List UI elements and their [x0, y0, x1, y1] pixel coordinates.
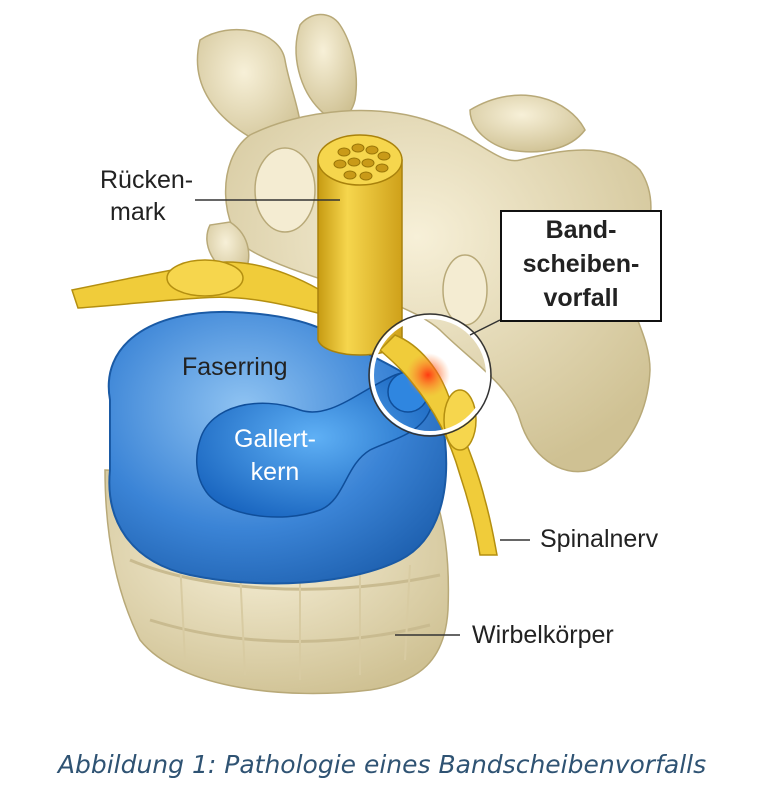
label-herniation-line2: scheiben-: [522, 250, 640, 278]
figure-caption: Abbildung 1: Pathologie eines Bandscheib…: [57, 750, 707, 779]
herniation-highlight-circle: [370, 315, 490, 435]
spinal-cord: [317, 134, 403, 356]
herniation-callout-box: [500, 210, 662, 322]
inflammation-spot: [406, 353, 450, 397]
leader-lines: [195, 199, 530, 636]
label-nucleus-line2: kern: [250, 458, 300, 486]
label-annulus: Faserring: [182, 353, 288, 381]
label-spinal-cord-line2: mark: [110, 198, 166, 226]
label-herniation-line1: Band-: [545, 216, 617, 244]
herniated-disc-illustration: [71, 13, 652, 695]
facet-joint-left: [254, 147, 316, 233]
label-herniation-line3: vorfall: [543, 284, 619, 312]
left-nerve-root: [71, 259, 326, 317]
label-vertebral-body: Wirbelkörper: [472, 621, 614, 649]
label-nucleus-line1: Gallert-: [234, 425, 316, 453]
label-spinal-cord-line1: Rücken-: [100, 166, 194, 194]
facet-joint-right: [442, 254, 488, 326]
label-spinal-nerve: Spinalnerv: [540, 525, 659, 553]
